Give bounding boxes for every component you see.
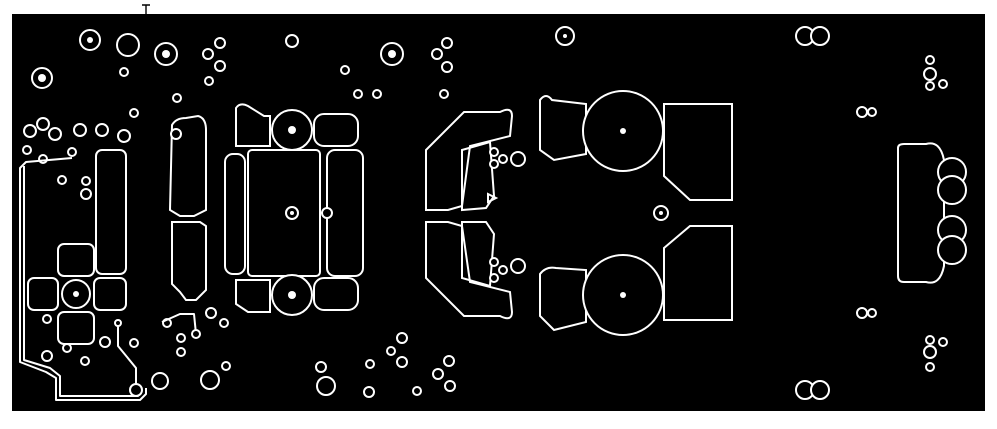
center-switch-node: [425, 108, 526, 320]
left-trace-loop: [19, 157, 147, 401]
center-left-bridge: [235, 103, 364, 316]
right-vias: [795, 26, 948, 400]
board-fill: [12, 14, 985, 411]
left-pin-row: [22, 117, 131, 200]
right-power-stage: [539, 90, 733, 336]
text-i-beam-icon: [142, 4, 150, 24]
top-left-vias: [31, 26, 575, 118]
left-rails: [161, 114, 246, 390]
left-pad-cluster: [27, 149, 139, 366]
bottom-center-vias: [315, 332, 456, 398]
right-connector: [897, 142, 967, 284]
